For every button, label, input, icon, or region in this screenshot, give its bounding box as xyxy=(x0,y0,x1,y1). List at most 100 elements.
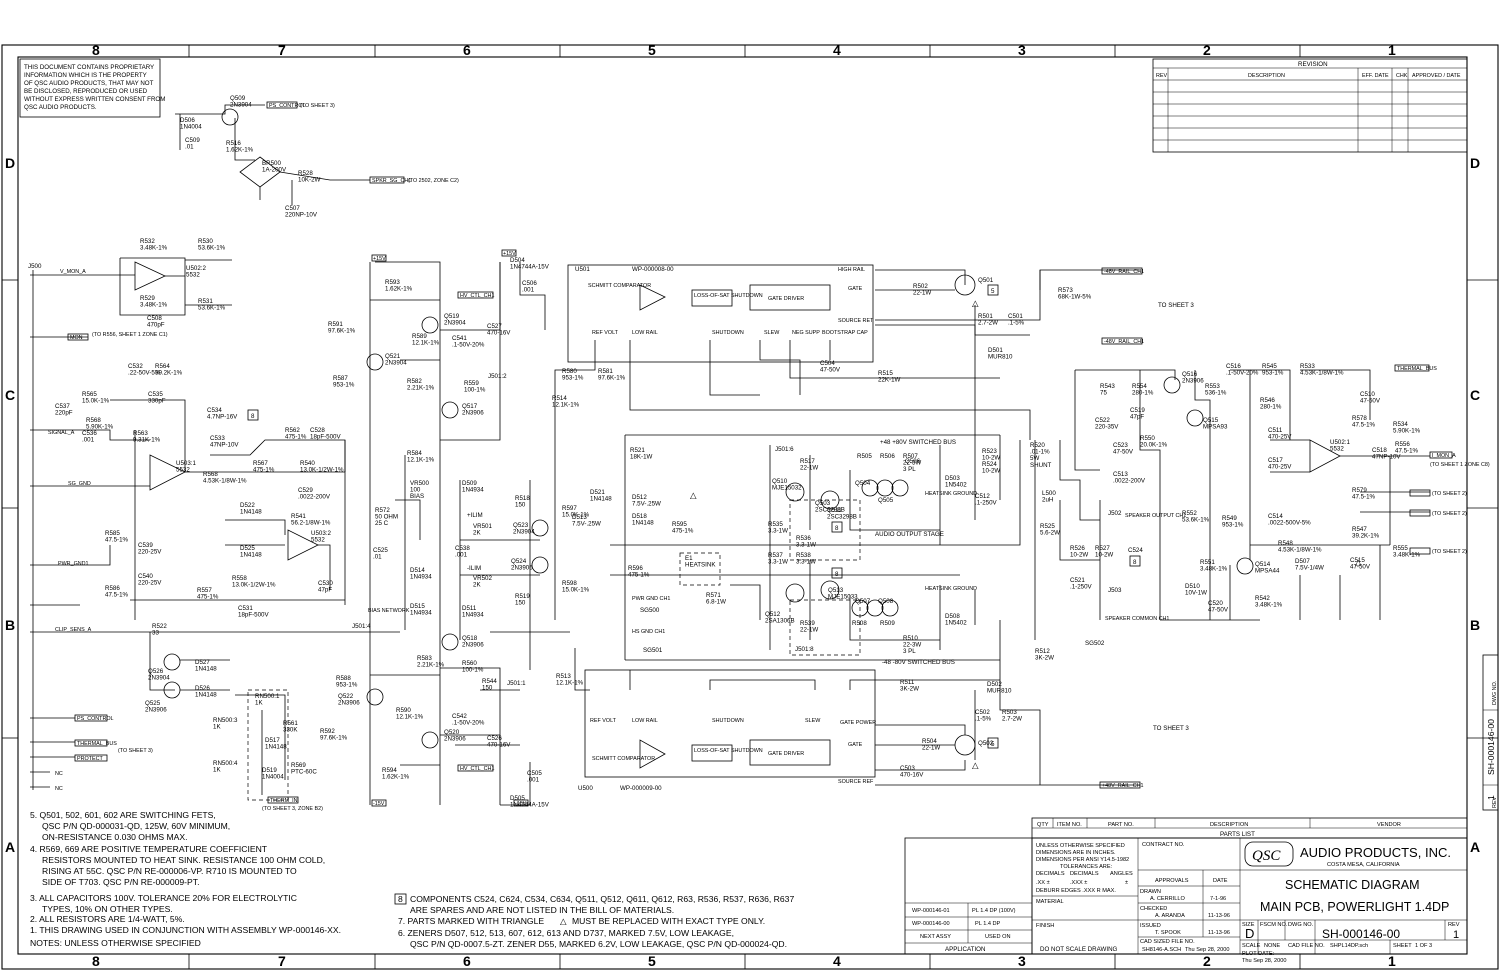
component-value: 2.21K-1% xyxy=(417,662,445,669)
component-value: 10K-2W xyxy=(298,177,321,184)
component-value: R579 xyxy=(1352,487,1367,494)
component-value: 97.6K-1% xyxy=(328,328,356,335)
component-value: 2N3904 xyxy=(513,529,535,536)
zone-label: 7 xyxy=(278,42,286,58)
component-value: 22-1W xyxy=(800,465,818,472)
component-value: R557 xyxy=(197,587,212,594)
component-value: C519 xyxy=(1130,407,1145,414)
component-value: R562 xyxy=(285,427,300,434)
component-value: 53.6K-1% xyxy=(198,245,226,252)
output-stage-label: AUDIO OUTPUT STAGE xyxy=(875,531,944,538)
component-label-c524: C524 xyxy=(1128,547,1143,554)
component-value: .001 xyxy=(522,287,535,294)
component-value: C527 xyxy=(487,323,502,330)
component-value: Q512 xyxy=(765,611,781,618)
component-value: 2N3904 xyxy=(230,102,252,109)
component-value: 470-16V xyxy=(487,742,511,749)
component-value: 2N3904 xyxy=(444,320,466,327)
component-value: 3 PL xyxy=(903,648,916,655)
sg502-label: SG502 xyxy=(1085,640,1105,647)
col-item: ITEM NO. xyxy=(1057,822,1082,828)
plot-date-label: PLOT DATE: xyxy=(1242,951,1275,957)
component-value: 1N4148 xyxy=(240,552,262,559)
component-value: VR500 xyxy=(410,480,429,487)
component-value: C539 xyxy=(138,542,153,549)
zone-label: A xyxy=(1470,839,1480,855)
issued-date: 11-13-96 xyxy=(1208,930,1230,936)
component-value: VR502 xyxy=(473,575,492,582)
neg-supp-label: NEG SUPP xyxy=(792,330,820,336)
component-value: 1N4744A-15V xyxy=(510,264,550,271)
component-value: Q516 xyxy=(1182,371,1198,378)
size-label: SIZE xyxy=(1242,922,1255,928)
component-value: .01-1% xyxy=(1030,449,1050,456)
component-value: R572 xyxy=(375,507,390,514)
to-sheet3-ref: (TO SHEET 3) xyxy=(118,748,153,754)
component-value: R505 xyxy=(857,453,872,460)
component-value: R525 xyxy=(1040,523,1055,530)
component-value: 3.48K-1% xyxy=(1393,552,1421,559)
component-value: 5532 xyxy=(186,272,200,279)
component-value: Q513 xyxy=(828,587,844,594)
component-value: E1 xyxy=(685,555,693,562)
component-value: 10-2W xyxy=(982,455,1000,462)
component-value: 220-25V xyxy=(138,549,162,556)
u500-wp: WP-000009-00 xyxy=(620,785,662,792)
u501-wp: WP-000008-00 xyxy=(632,266,674,273)
component-value: R526 xyxy=(1070,545,1085,552)
component-value: R521 xyxy=(630,447,645,454)
component-value: 470-16V xyxy=(900,772,924,779)
component-label-c529: C529.0022-200V xyxy=(298,487,331,501)
v-mon-tag: V_MON_A xyxy=(60,269,86,275)
note-line: QSC P/N QD-0007.5-ZT. ZENER D55, MARKED … xyxy=(410,939,787,949)
component-value: 15.0K-1% xyxy=(562,512,590,519)
component-value: R531 xyxy=(198,298,213,305)
triangle-marker: △ xyxy=(560,916,567,926)
component-value: 56.2-1/8W-1% xyxy=(291,520,331,527)
component-value: 2.21K-1% xyxy=(407,385,435,392)
neg-bus-label: -48 -80V SWITCHED BUS xyxy=(882,659,955,666)
component-value: R552 xyxy=(1182,510,1197,517)
component-value: 2N3906 xyxy=(145,707,167,714)
component-label-c502: C502.1-5% xyxy=(975,709,992,723)
side-dwg-number: SH-000146-00 xyxy=(1486,719,1496,775)
revision-title: REVISION xyxy=(1298,61,1328,68)
block-labels: U501 WP-000008-00 SCHMITT COMPARATOR LOS… xyxy=(575,266,876,792)
component-value: C502 xyxy=(975,709,990,716)
note-line: 5. Q501, 502, 601, 602 ARE SWITCHING FET… xyxy=(30,810,216,820)
component-value: 97.6K-1% xyxy=(598,375,626,382)
component-value: R580 xyxy=(562,368,577,375)
component-value: 22-1W xyxy=(913,290,931,297)
component-value: R520 xyxy=(1030,442,1045,449)
component-value: 12.1K-1% xyxy=(552,402,580,409)
zone-label: 3 xyxy=(1018,953,1026,969)
sheet-value: 1 OF 3 xyxy=(1415,943,1432,949)
component-value: R535 xyxy=(768,521,783,528)
component-value: R548 xyxy=(1278,540,1293,547)
component-label-q501: Q501 xyxy=(978,277,994,284)
component-value: 470-25V xyxy=(1268,464,1292,471)
title-block: UNLESS OTHERWISE SPECIFIED DIMENSIONS AR… xyxy=(1031,837,1468,964)
component-value: Q504 xyxy=(855,480,871,487)
component-value: C532 xyxy=(128,363,143,370)
component-value: .1-50V-20% xyxy=(452,342,485,349)
